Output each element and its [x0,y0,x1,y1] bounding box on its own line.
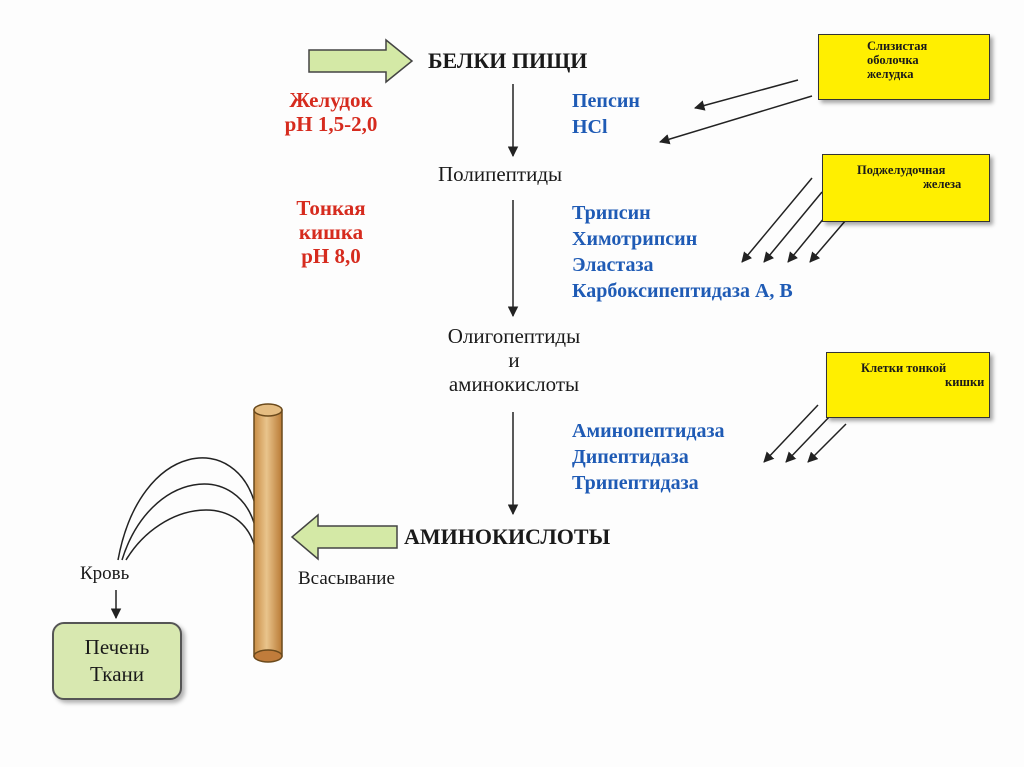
intestine-cells-box: Клетки тонкой кишки [826,352,990,418]
polypeptides-label: Полипептиды [438,162,563,186]
pancreas-line-1: Поджелудочная [857,163,946,177]
absorption-arc-3 [125,509,257,561]
small-intestine-conditions: Тонкая кишка pH 8,0 [266,196,396,268]
intestine-ph: pH 8,0 [301,244,361,269]
intestine-cells-line-1: Клетки тонкой [861,361,947,375]
enzyme-tripeptidase: Трипептидаза [572,472,699,494]
pancreas-arrow-4 [809,219,847,263]
absorption-arc-2 [121,483,257,561]
oligo-line-3: аминокислоты [448,372,580,397]
intestine-arrow-2 [785,413,833,463]
amino-acids-label: АМИНОКИСЛОТЫ [404,524,611,549]
pancreas-arrow-2 [763,191,823,263]
pancreas-line-2: железа [923,177,962,191]
stomach-label: Желудок [289,88,373,112]
blood-label: Кровь [80,563,130,584]
enzyme-elastase: Эластаза [572,254,654,276]
stomach-ph: pH 1,5-2,0 [284,112,378,137]
enzyme-dipeptidase: Дипептидаза [572,446,689,468]
enzyme-aminopeptidase: Аминопептидаза [572,420,725,442]
green-arrow-left-icon [290,513,398,561]
green-arrow-right-icon [308,38,414,84]
pancreas-box: Поджелудочная железа [822,154,990,222]
tissues-label: Ткани [90,662,144,686]
liver-label: Печень [84,635,150,659]
pancreas-arrow-1 [741,177,813,263]
enzyme-pepsin: Пепсин [572,90,640,112]
food-proteins-label: БЕЛКИ ПИЩИ [428,48,588,73]
gastric-mucosa-box: Слизистая оболочка желудка [818,34,990,100]
intestine-label-1: Тонкая [296,196,366,220]
absorption-arc-1 [117,457,257,561]
intestine-cells-line-2: кишки [945,375,985,389]
enzyme-trypsin: Трипсин [572,202,651,224]
mucosa-arrow-1 [693,79,799,111]
enzyme-chymotrypsin: Химотрипсин [572,228,698,250]
enzyme-carboxypeptidase: Карбоксипептидаза А, В [572,280,793,302]
mucosa-line-1: Слизистая [867,39,928,53]
liver-tissues-box: Печень Ткани [52,622,182,700]
stomach-enzymes: Пепсин HCl [572,90,640,142]
intestine-enzymes: Аминопептидаза Дипептидаза Трипептидаза [572,420,725,498]
mucosa-line-2: оболочка [867,53,919,67]
mucosa-arrow-2 [658,95,813,145]
absorption-label: Всасывание [298,568,395,589]
intestine-label-2: кишка [298,220,364,245]
intestine-arrow-3 [807,423,847,463]
intestine-arrow-1 [763,404,819,463]
oligo-line-1: Олигопептиды [447,324,581,348]
mucosa-line-3: желудка [867,67,914,81]
oligo-line-2: и [508,348,520,373]
oligopeptides-label: Олигопептиды и аминокислоты [422,324,606,396]
stomach-conditions: Желудок pH 1,5-2,0 [256,88,406,136]
enzyme-hcl: HCl [572,116,608,138]
vessel-tube-icon [253,403,283,663]
pancreas-enzymes: Трипсин Химотрипсин Эластаза Карбоксипеп… [572,202,793,306]
